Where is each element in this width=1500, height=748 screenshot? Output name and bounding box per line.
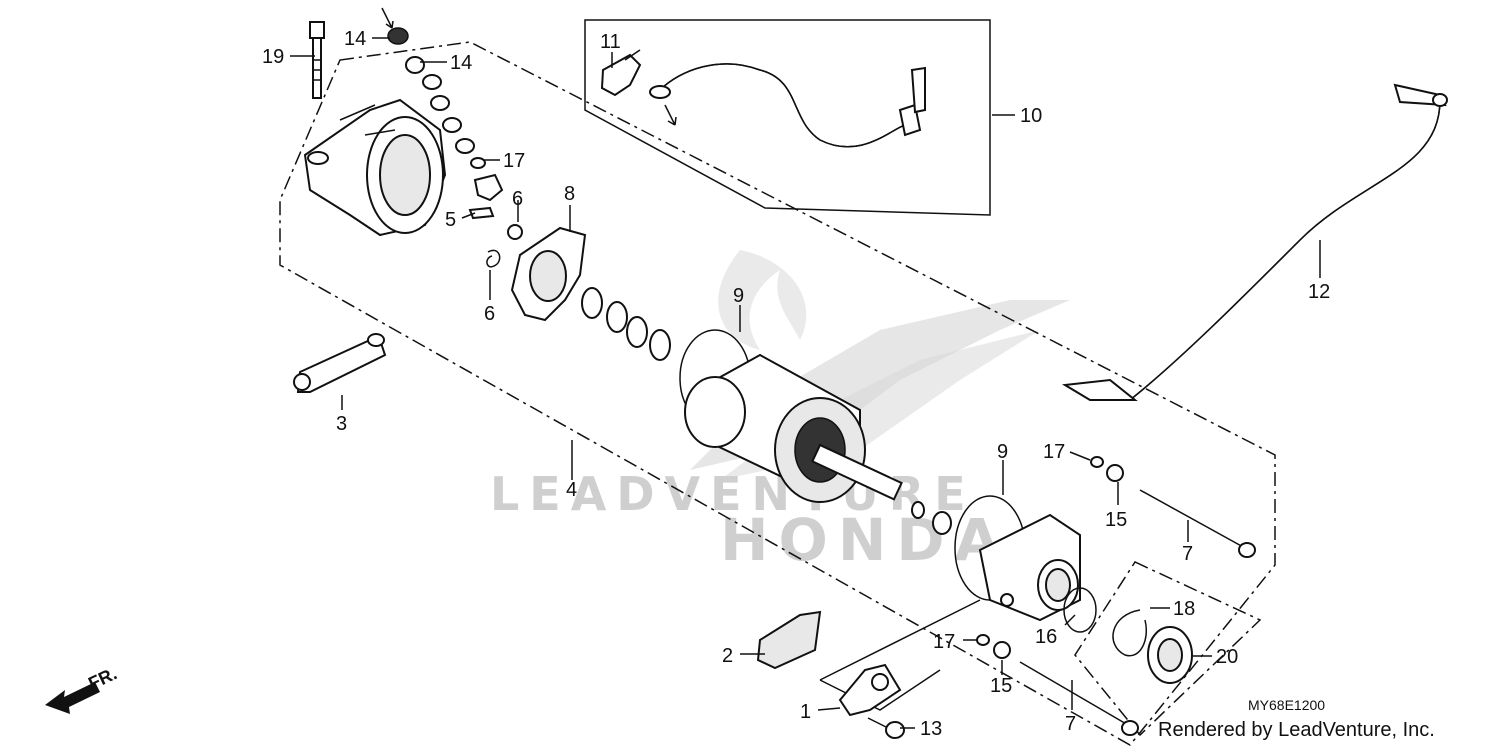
callout-17-lower: 17 (933, 631, 955, 653)
callout-17-upper: 17 (503, 150, 525, 172)
callout-20: 20 (1216, 646, 1238, 668)
callout-7-lower: 7 (1065, 713, 1076, 735)
callout-4: 4 (566, 479, 577, 501)
callout-13: 13 (920, 718, 942, 740)
callout-12: 12 (1308, 281, 1330, 303)
callout-11: 11 (600, 31, 621, 53)
starter-cable-10 (649, 63, 926, 148)
through-bolt-7-lower (1019, 661, 1139, 736)
diagram-code: MY68E1200 (1248, 697, 1325, 713)
bolt-19 (309, 21, 325, 99)
callout-6-upper: 6 (512, 188, 523, 210)
cable-box-outline (584, 19, 991, 216)
callout-7-upper: 7 (1182, 543, 1193, 565)
housing-cover (303, 98, 447, 237)
callout-5: 5 (445, 209, 456, 231)
ground-cable-12 (1061, 83, 1448, 401)
callout-17-right: 17 (1043, 441, 1065, 463)
callout-1: 1 (800, 701, 811, 723)
through-bolt-7-upper (1139, 489, 1256, 558)
bracket-1 (838, 663, 902, 717)
callout-14-upper: 14 (344, 28, 366, 50)
callout-6-lower: 6 (484, 303, 495, 325)
front-housing (978, 513, 1081, 622)
callout-15-lower: 15 (990, 675, 1012, 697)
brush-holder-8 (510, 226, 587, 322)
front-direction-marker: FR. (45, 663, 120, 714)
front-arrow-icon (45, 682, 100, 714)
callout-15-upper: 15 (1105, 509, 1127, 531)
bracket-assembly-outline (819, 599, 981, 711)
bearing-20 (1147, 626, 1193, 684)
callout-8: 8 (564, 183, 575, 205)
assembly-outline-4 (279, 41, 1276, 746)
callout-labels: 19 14 14 17 5 6 6 8 3 4 9 9 11 10 12 17 … (262, 28, 1330, 740)
shaft-washers (581, 287, 952, 535)
terminal-cap-11 (600, 49, 642, 97)
callout-18: 18 (1173, 598, 1195, 620)
watermark-brand-text: HONDA (720, 506, 1009, 574)
rubber-mount-2 (756, 610, 822, 670)
subassembly-outline (1074, 561, 1262, 737)
leader-lines (290, 7, 1321, 729)
washer-stack (387, 27, 486, 169)
bracket-3 (293, 333, 387, 393)
callout-19: 19 (262, 46, 284, 68)
callout-9-lower: 9 (997, 441, 1008, 463)
callout-2: 2 (722, 645, 733, 667)
gasket-16 (1063, 587, 1097, 633)
credit-text: Rendered by LeadVenture, Inc. (1158, 719, 1435, 741)
snap-ring-18 (1112, 609, 1147, 657)
callout-3: 3 (336, 413, 347, 435)
callout-16: 16 (1035, 626, 1057, 648)
brush-parts (468, 173, 523, 268)
washers-15-17 (976, 456, 1124, 659)
callout-10: 10 (1020, 105, 1042, 127)
callout-14-lower: 14 (450, 52, 472, 74)
motor-yoke (684, 353, 903, 503)
bolt-13 (867, 717, 905, 739)
callout-9-upper: 9 (733, 285, 744, 307)
